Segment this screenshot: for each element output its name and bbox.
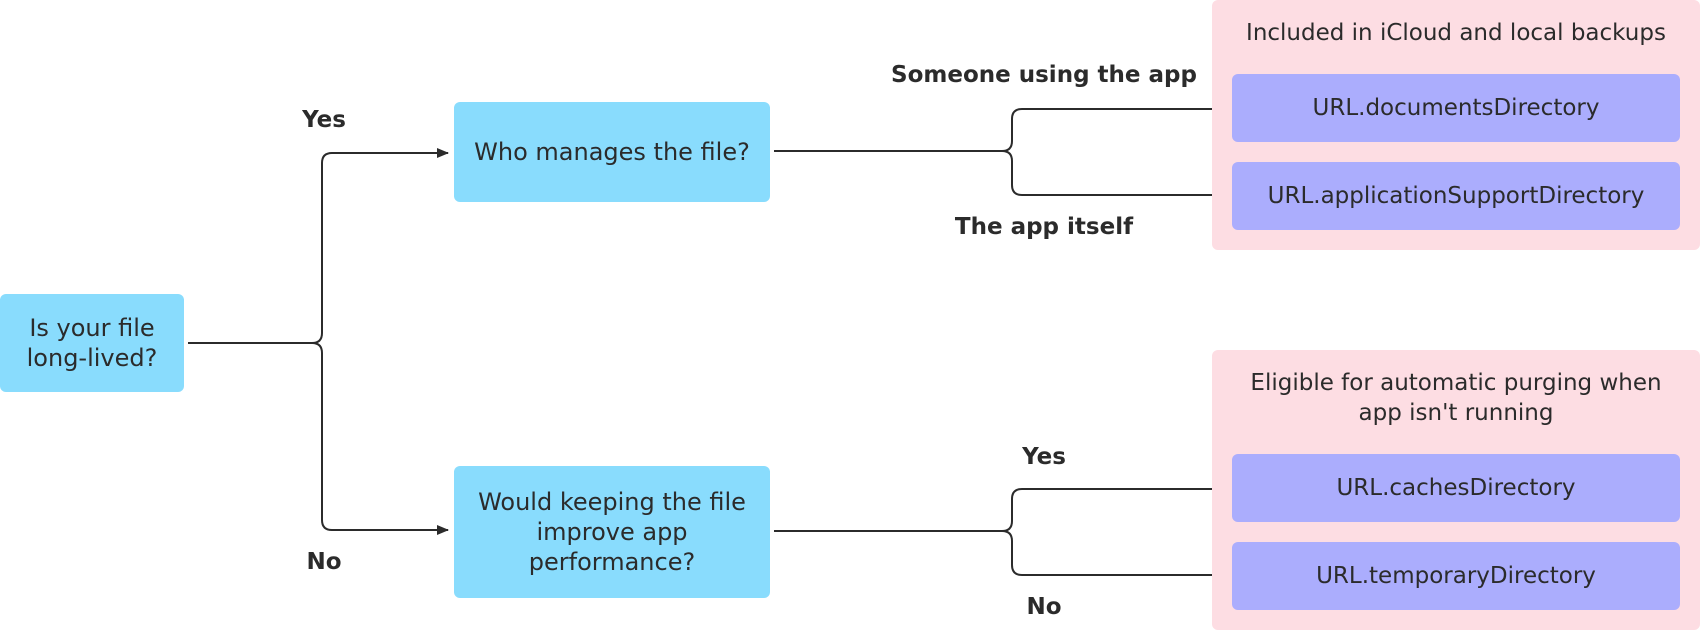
decision-who-manages: Who manages the file?: [454, 102, 770, 202]
group-purging-title: Eligible for automatic purging when app …: [1250, 370, 1662, 426]
connector-who-someone: [774, 104, 1227, 152]
api-temporary-directory: URL.temporaryDirectory: [1232, 542, 1680, 610]
group-backups: Included in iCloud and local backups URL…: [1212, 0, 1700, 250]
connector-keep-no: [1001, 530, 1227, 580]
decision-keep-improve: Would keeping the file improve app perfo…: [454, 466, 770, 598]
edge-label-no-temp: No: [1026, 594, 1062, 620]
edge-label-yes-top: Yes: [302, 107, 346, 133]
api-caches-directory: URL.cachesDirectory: [1232, 454, 1680, 522]
connector-keep-yes: [774, 484, 1227, 532]
api-application-support-directory: URL.applicationSupportDirectory: [1232, 162, 1680, 230]
edge-label-app-itself: The app itself: [954, 214, 1134, 240]
connector-root-no: [311, 342, 449, 535]
group-backups-title: Included in iCloud and local backups: [1246, 20, 1666, 46]
connector-who-itself: [1001, 150, 1227, 200]
decision-long-lived: Is your file long-lived?: [0, 294, 184, 392]
edge-label-someone-using: Someone using the app: [891, 62, 1197, 88]
connector-root-stem: [188, 148, 449, 344]
api-documents-directory: URL.documentsDirectory: [1232, 74, 1680, 142]
group-purging: Eligible for automatic purging when app …: [1212, 350, 1700, 630]
edge-label-yes-cache: Yes: [1022, 444, 1066, 470]
edge-label-no-bottom: No: [306, 549, 342, 575]
